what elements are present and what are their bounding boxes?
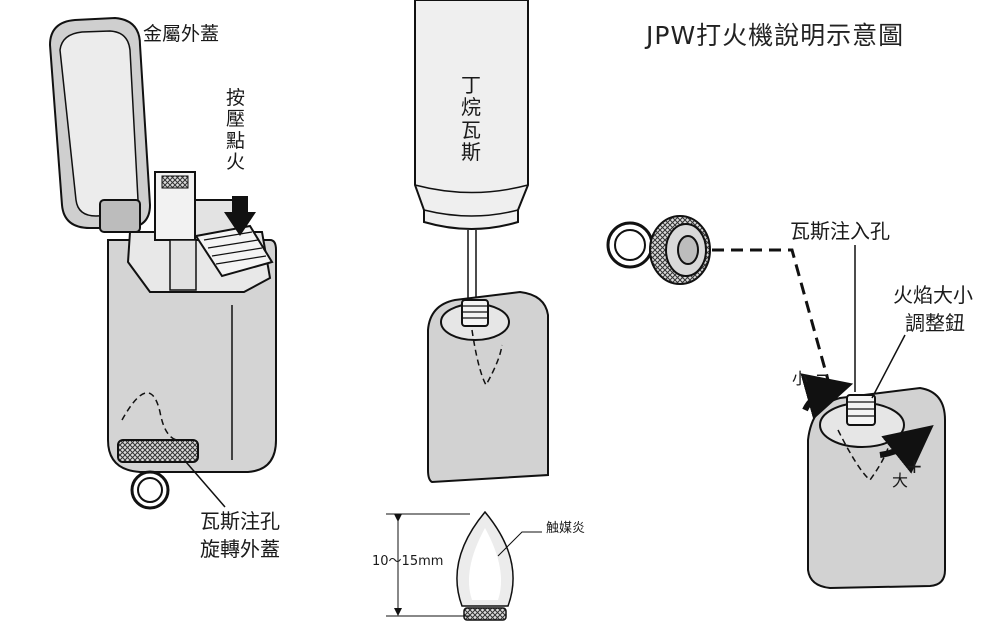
label-gas-hole-cap-1: 瓦斯注孔 xyxy=(200,509,280,533)
label-flame-height: 10〜15mm xyxy=(372,554,444,569)
knurled-cap xyxy=(117,439,199,463)
left-lighter xyxy=(48,16,277,510)
label-gas-inlet: 瓦斯注入孔 xyxy=(790,219,890,243)
diagram-title: JPW打火機說明示意圖 xyxy=(646,21,905,50)
refill-scene xyxy=(386,0,549,621)
fuel-insert xyxy=(427,290,549,484)
plus-arrow xyxy=(879,425,934,474)
label-minus: − xyxy=(815,365,831,386)
press-arrow xyxy=(224,196,256,236)
right-detail xyxy=(606,215,946,590)
lighter-body xyxy=(107,239,277,473)
label-plus: + xyxy=(906,454,923,478)
label-small: 小 xyxy=(792,369,809,388)
label-gas-hole-cap-2: 旋轉外蓋 xyxy=(200,537,280,561)
butane-can xyxy=(414,0,529,230)
label-press-ignite: 按 壓 點 火 xyxy=(226,87,246,173)
label-flame-adjust-1: 火焰大小 xyxy=(893,283,973,307)
label-large: 大 xyxy=(892,471,909,490)
label-metal-cap: 金屬外蓋 xyxy=(143,23,220,45)
minus-arrow xyxy=(800,373,854,420)
label-butane-gas: 丁 烷 瓦 斯 xyxy=(461,73,481,165)
label-catalytic-flame: 触媒炎 xyxy=(546,521,586,536)
label-flame-adjust-2: 調整鈕 xyxy=(905,311,965,335)
